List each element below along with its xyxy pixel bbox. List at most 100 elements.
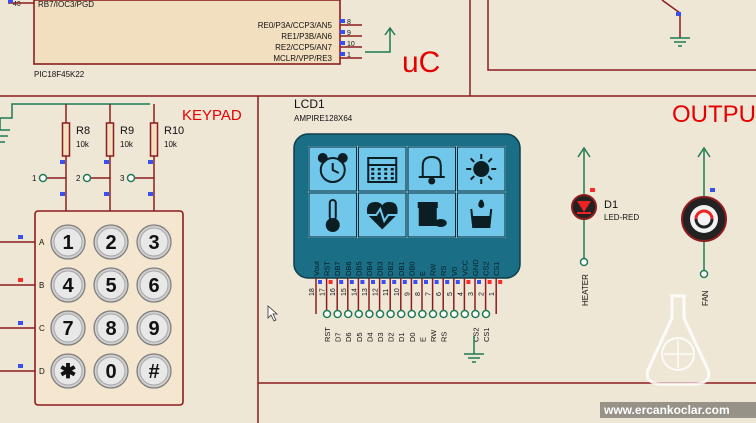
pin-state-marker bbox=[445, 280, 450, 284]
lcd-pin-label: Vout bbox=[312, 260, 321, 276]
lcd-terminal bbox=[365, 309, 374, 319]
lcd-terminal-label: RST bbox=[323, 327, 332, 342]
lcd-pin-number: 5 bbox=[447, 292, 454, 296]
sun-icon bbox=[466, 154, 497, 184]
lcd-pin-label: DB7 bbox=[333, 261, 342, 276]
keypad-key-3[interactable]: 3 bbox=[136, 224, 172, 260]
lcd-pin-label: RS bbox=[439, 266, 448, 276]
pin-state-marker bbox=[498, 280, 503, 284]
keypad-key-hash[interactable]: # bbox=[136, 353, 172, 389]
lcd-pin-number: 11 bbox=[383, 289, 390, 296]
lcd-terminal bbox=[343, 309, 353, 319]
keypad-key-1[interactable]: 1 bbox=[50, 224, 86, 260]
svg-text:0: 0 bbox=[105, 361, 116, 383]
resistor-ref: R10 bbox=[164, 125, 184, 137]
led-d1: D1 LED-RED HEATER bbox=[571, 146, 639, 306]
lcd-terminal bbox=[386, 309, 395, 319]
keypad-key-0[interactable]: 0 bbox=[93, 353, 129, 389]
keypad-key-6[interactable]: 6 bbox=[136, 267, 172, 303]
terminal-label: 2 bbox=[76, 174, 81, 183]
lcd-pin-number: 14 bbox=[351, 288, 358, 296]
fan-label: FAN bbox=[701, 290, 710, 306]
keypad-key-5[interactable]: 5 bbox=[93, 267, 129, 303]
lcd-terminal bbox=[449, 309, 459, 319]
lcd-terminal-label: D3 bbox=[376, 332, 385, 342]
lcd-ref: LCD1 bbox=[294, 97, 325, 111]
lcd-pin-number: 6 bbox=[436, 292, 443, 296]
lcd-pin-label: DB5 bbox=[354, 261, 363, 276]
pin-state-marker bbox=[318, 280, 322, 284]
pin-state-marker bbox=[349, 280, 354, 284]
svg-text:1: 1 bbox=[62, 232, 73, 254]
pin-state-marker bbox=[455, 280, 460, 284]
lcd-terminal bbox=[471, 309, 480, 319]
svg-text:✱: ✱ bbox=[60, 361, 77, 383]
pin-state-marker bbox=[328, 280, 333, 284]
resistor-value: 10k bbox=[120, 140, 134, 149]
lcd-pin-number: 18 bbox=[309, 288, 316, 296]
pin-state-marker bbox=[340, 19, 345, 23]
pin-state-marker bbox=[18, 235, 23, 239]
keypad-key-star[interactable]: ✱ bbox=[50, 353, 86, 389]
pin-state-marker bbox=[371, 280, 375, 284]
thermometer-icon bbox=[325, 199, 340, 232]
lcd-pin-number: 12 bbox=[373, 288, 380, 296]
resistor-value: 10k bbox=[164, 140, 178, 149]
lcd-terminal bbox=[418, 309, 427, 319]
heater-label: HEATER bbox=[581, 274, 590, 306]
output-title: OUTPU bbox=[672, 101, 756, 128]
svg-text:4: 4 bbox=[62, 275, 74, 297]
lcd-terminal-label: E bbox=[418, 337, 427, 342]
lcd-terminal-label: D4 bbox=[365, 332, 374, 342]
lcd-terminal-label: RW bbox=[429, 329, 438, 342]
uc-title: uC bbox=[402, 46, 440, 79]
lcd-terminal bbox=[481, 309, 491, 319]
keypad-key-2[interactable]: 2 bbox=[93, 224, 129, 260]
pin-state-marker bbox=[434, 280, 439, 284]
resistor-r9 bbox=[105, 122, 115, 157]
lcd-terminal bbox=[322, 309, 332, 319]
lcd-pin-number: 7 bbox=[426, 292, 433, 296]
terminal-label: 3 bbox=[120, 174, 125, 183]
pin-state-marker bbox=[340, 30, 345, 34]
led-ref: D1 bbox=[604, 199, 618, 211]
keypad-key-9[interactable]: 9 bbox=[136, 310, 172, 346]
pin-state-marker bbox=[18, 321, 23, 325]
lcd-pin-label: DB1 bbox=[397, 261, 406, 276]
pin-state-marker bbox=[402, 280, 407, 284]
lcd-terminal bbox=[428, 309, 438, 319]
resistor-r8 bbox=[61, 122, 71, 157]
pin-state-marker bbox=[60, 160, 65, 164]
pin-state-marker bbox=[148, 192, 153, 196]
svg-text:9: 9 bbox=[148, 318, 159, 340]
lcd-terminal-label: D2 bbox=[387, 332, 396, 342]
keypad-title: KEYPAD bbox=[182, 107, 242, 124]
lcd-pin-number: 15 bbox=[341, 288, 348, 296]
lcd-terminal bbox=[375, 309, 385, 319]
uc-pin-number: 8 bbox=[347, 19, 351, 26]
lcd-terminal bbox=[439, 309, 448, 319]
keypad-key-8[interactable]: 8 bbox=[93, 310, 129, 346]
heart-pulse-icon bbox=[362, 201, 403, 230]
lcd-terminal bbox=[396, 309, 406, 319]
pin-state-marker bbox=[381, 280, 386, 284]
uc-part-name: PIC18F45K22 bbox=[34, 70, 85, 79]
lcd-pin-label: DB4 bbox=[365, 261, 374, 276]
lcd-terminal-label: D1 bbox=[397, 332, 406, 342]
lcd-pin-label: DB0 bbox=[407, 261, 416, 276]
watermark-url: www.ercankoclar.com bbox=[603, 403, 730, 417]
lcd-pin-number: 13 bbox=[362, 288, 369, 296]
svg-text:2: 2 bbox=[105, 232, 116, 254]
keypad-key-7[interactable]: 7 bbox=[50, 310, 86, 346]
lcd-pin-label: DB3 bbox=[376, 261, 385, 276]
lcd-terminal-label: CS1 bbox=[482, 327, 491, 342]
pin-state-marker bbox=[18, 364, 23, 368]
lcd-pin-number: 10 bbox=[394, 288, 401, 296]
keypad-terminal bbox=[38, 173, 48, 183]
fan-motor: FAN bbox=[681, 146, 727, 306]
keypad-key-4[interactable]: 4 bbox=[50, 267, 86, 303]
lcd-pin-label: GND bbox=[471, 259, 480, 276]
keypad-row-label: A bbox=[39, 238, 45, 247]
